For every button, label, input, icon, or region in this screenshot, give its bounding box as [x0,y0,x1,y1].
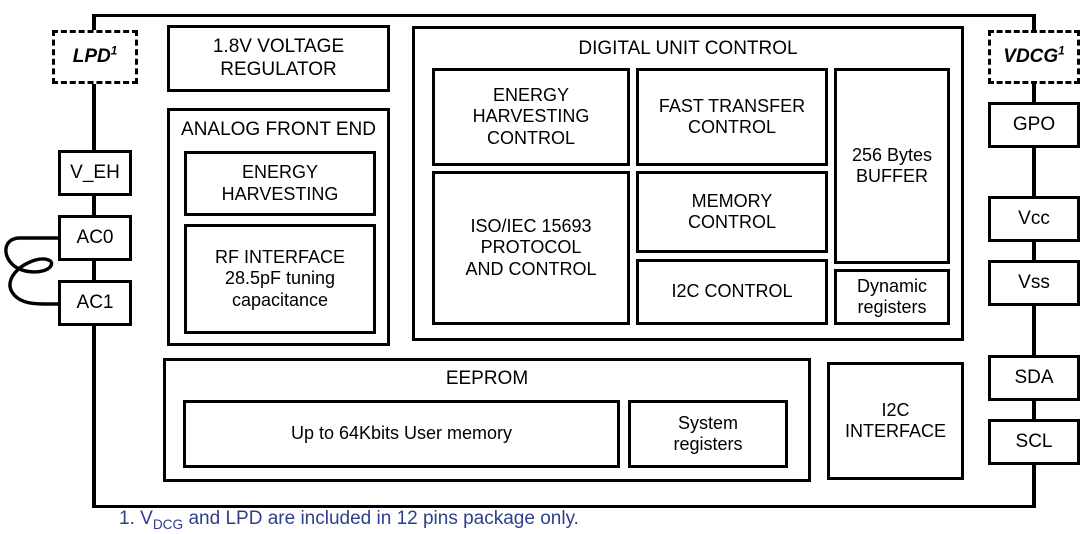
block-buffer[interactable]: 256 Bytes BUFFER [834,68,950,264]
block-voltage-regulator[interactable]: 1.8V VOLTAGE REGULATOR [167,25,390,92]
ac1-to-boundary-line [93,326,96,506]
veh-to-ac0-line [93,196,96,215]
block-eeprom[interactable]: EEPROM Up to 64Kbits User memory System … [163,358,811,482]
block-iso-protocol[interactable]: ISO/IEC 15693 PROTOCOL AND CONTROL [432,171,630,325]
footnote-subscript: DCG [152,516,184,532]
block-digital-unit-control[interactable]: DIGITAL UNIT CONTROL ENERGY HARVESTING C… [412,26,964,341]
pin-scl-label: SCL [1015,430,1053,452]
pin-vss[interactable]: Vss [988,260,1080,306]
footnote-part1: V [134,508,153,529]
block-memory-control[interactable]: MEMORY CONTROL [636,171,828,253]
block-analog-front-end[interactable]: ANALOG FRONT END ENERGY HARVESTING RF IN… [167,108,390,346]
energy-harvesting-control-label: ENERGY HARVESTING CONTROL [472,85,590,148]
pin-gpo[interactable]: GPO [988,102,1080,148]
rf-interface-label: RF INTERFACE 28.5pF tuning capacitance [214,247,345,310]
pin-sda-label: SDA [1014,366,1054,388]
pin-ac1[interactable]: AC1 [58,280,132,326]
vdcg-to-gpo-line [1032,84,1035,102]
chip-boundary-top [92,14,1036,17]
energy-harvesting-label: ENERGY HARVESTING [221,162,339,204]
pin-scl[interactable]: SCL [988,419,1080,465]
pin-vcc[interactable]: Vcc [988,196,1080,242]
block-fast-transfer-control[interactable]: FAST TRANSFER CONTROL [636,68,828,166]
block-system-registers[interactable]: System registers [628,400,788,468]
antenna-coil-icon [4,236,62,306]
pin-sda[interactable]: SDA [988,355,1080,401]
lpd-top-stub [93,14,96,30]
digital-unit-control-title: DIGITAL UNIT CONTROL [578,38,798,59]
block-dynamic-registers[interactable]: Dynamic registers [834,269,950,325]
chip-boundary-bottom [92,505,1036,508]
pin-lpd[interactable]: LPD1 [52,30,138,84]
pin-ac0-label: AC0 [76,226,114,248]
i2c-control-label: I2C CONTROL [671,281,793,302]
block-user-memory[interactable]: Up to 64Kbits User memory [183,400,620,468]
vdcg-top-stub [1032,14,1035,30]
pin-lpd-label: LPD1 [72,44,118,67]
eeprom-title: EEPROM [445,368,529,389]
i2c-interface-label: I2C INTERFACE [844,399,946,441]
gpo-to-vcc-line [1032,148,1035,196]
pin-vdcg[interactable]: VDCG1 [988,30,1080,84]
fast-transfer-control-label: FAST TRANSFER CONTROL [658,95,806,137]
block-i2c-control[interactable]: I2C CONTROL [636,259,828,325]
footnote-number: 1. [119,508,135,529]
buffer-label: 256 Bytes BUFFER [851,144,933,186]
pin-vcc-label: Vcc [1018,207,1050,229]
block-rf-interface[interactable]: RF INTERFACE 28.5pF tuning capacitance [184,224,376,334]
sda-to-scl-line [1032,401,1035,419]
iso-protocol-label: ISO/IEC 15693 PROTOCOL AND CONTROL [465,216,597,279]
dynamic-registers-label: Dynamic registers [856,275,927,317]
system-registers-label: System registers [673,412,743,454]
pin-ac0[interactable]: AC0 [58,215,132,261]
block-energy-harvesting-control[interactable]: ENERGY HARVESTING CONTROL [432,68,630,166]
voltage-regulator-label: 1.8V VOLTAGE REGULATOR [212,36,345,80]
analog-front-end-title: ANALOG FRONT END [181,119,376,140]
block-energy-harvesting[interactable]: ENERGY HARVESTING [184,151,376,216]
vcc-to-vss-line [1032,242,1035,260]
pin-gpo-label: GPO [1012,113,1056,135]
pin-v-eh-label: V_EH [70,161,120,183]
pin-ac1-label: AC1 [76,291,114,313]
user-memory-label: Up to 64Kbits User memory [290,423,513,444]
lpd-to-veh-line [93,84,96,150]
block-i2c-interface[interactable]: I2C INTERFACE [827,362,964,480]
pin-v-eh[interactable]: V_EH [58,150,132,196]
memory-control-label: MEMORY CONTROL [687,190,776,232]
pin-vss-label: Vss [1018,271,1050,293]
ac0-to-ac1-line [93,261,96,280]
footnote-part2: and LPD are included in 12 pins package … [183,508,579,529]
footnote: 1. VDCG and LPD are included in 12 pins … [119,508,579,532]
pin-vdcg-label: VDCG1 [1003,44,1065,67]
scl-to-boundary-line [1032,465,1035,507]
vss-to-sda-line [1032,306,1035,355]
